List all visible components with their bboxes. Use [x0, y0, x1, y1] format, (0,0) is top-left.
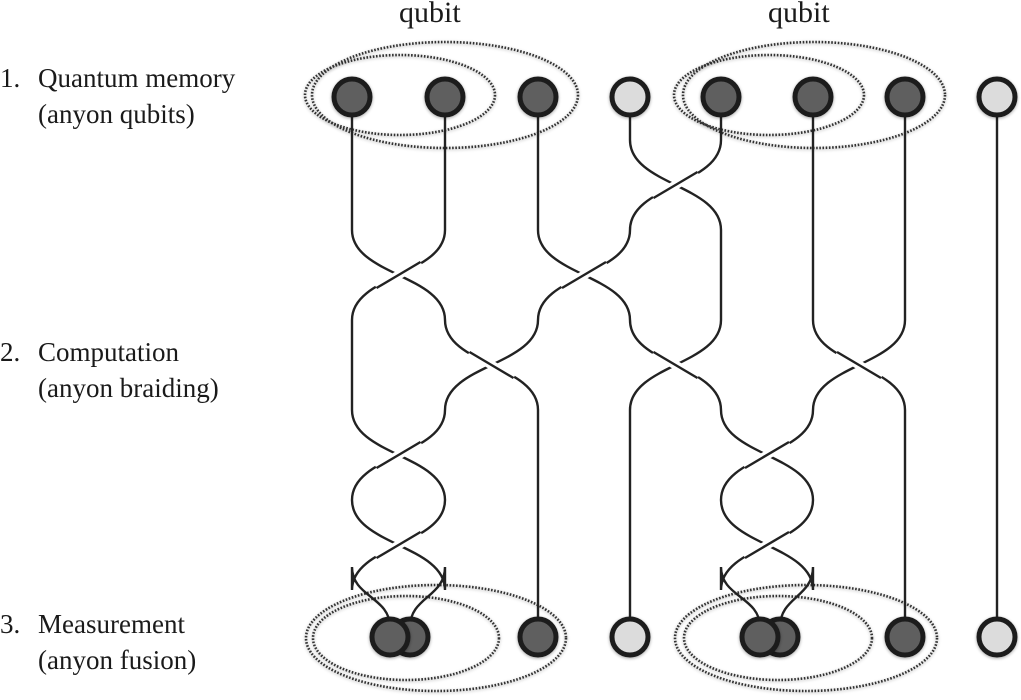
- anyon-light: [976, 616, 1018, 658]
- stage-subtitle: (anyon qubits): [38, 99, 195, 129]
- anyon-light: [609, 76, 651, 118]
- anyon-light: [976, 76, 1018, 118]
- crossing-over-strand: [561, 260, 607, 290]
- anyon-dark: [884, 76, 926, 118]
- stage-title: Quantum memory: [38, 63, 236, 93]
- fused-anyon: [369, 616, 411, 658]
- anyon-dark: [517, 76, 559, 118]
- anyon-dark: [424, 76, 466, 118]
- crossing-over-strand: [375, 530, 422, 560]
- crossing-over-strand: [652, 350, 699, 380]
- anyon-dark: [331, 76, 373, 118]
- fusion-triple-ellipse: [673, 583, 939, 693]
- crossing-over-strand: [744, 440, 790, 470]
- qubit-label-right: qubit: [768, 0, 830, 29]
- anyon-light: [609, 616, 651, 658]
- fusion-pair-ellipse: [311, 594, 501, 682]
- anyon-worldline: [719, 113, 907, 629]
- qubit-label-left: qubit: [399, 0, 461, 29]
- qubit-pair-ellipse: [672, 53, 866, 137]
- anyon-dark: [792, 76, 834, 118]
- crossing-over-strand: [375, 440, 422, 470]
- qubit-pair-ellipse: [303, 53, 497, 137]
- stage-number: 1.: [0, 63, 21, 93]
- qubit-triple-ellipse: [310, 40, 580, 150]
- stage-subtitle: (anyon braiding): [38, 373, 219, 403]
- fusion-pair-ellipse: [682, 594, 874, 682]
- anyon-dark: [700, 76, 742, 118]
- stage-number: 3.: [0, 609, 21, 639]
- stage-number: 2.: [0, 337, 21, 367]
- crossing-over-strand: [375, 260, 422, 290]
- anyon-dark: [517, 616, 559, 658]
- crossing-over-strand: [468, 350, 515, 380]
- stage-measurement-label: 3. Measurement (anyon fusion): [0, 606, 196, 678]
- stage-memory-label: 1. Quantum memory (anyon qubits): [0, 60, 235, 132]
- stage-computation-label: 2. Computation (anyon braiding): [0, 334, 219, 406]
- anyon-worldline: [628, 113, 723, 629]
- anyon-worldline: [350, 113, 540, 629]
- anyon-dark: [884, 616, 926, 658]
- fusion-triple-ellipse: [304, 583, 568, 693]
- anyon-worldline: [350, 113, 723, 629]
- anyon-worldline: [536, 113, 815, 629]
- crossing-over-strand: [652, 170, 699, 200]
- anyon-worldline: [811, 113, 907, 629]
- stage-title: Measurement: [38, 609, 185, 639]
- crossing-over-strand: [744, 530, 790, 560]
- fused-anyon: [739, 616, 781, 658]
- crossing-over-strand: [836, 350, 882, 380]
- stage-title: Computation: [38, 337, 179, 367]
- stage-subtitle: (anyon fusion): [38, 645, 197, 675]
